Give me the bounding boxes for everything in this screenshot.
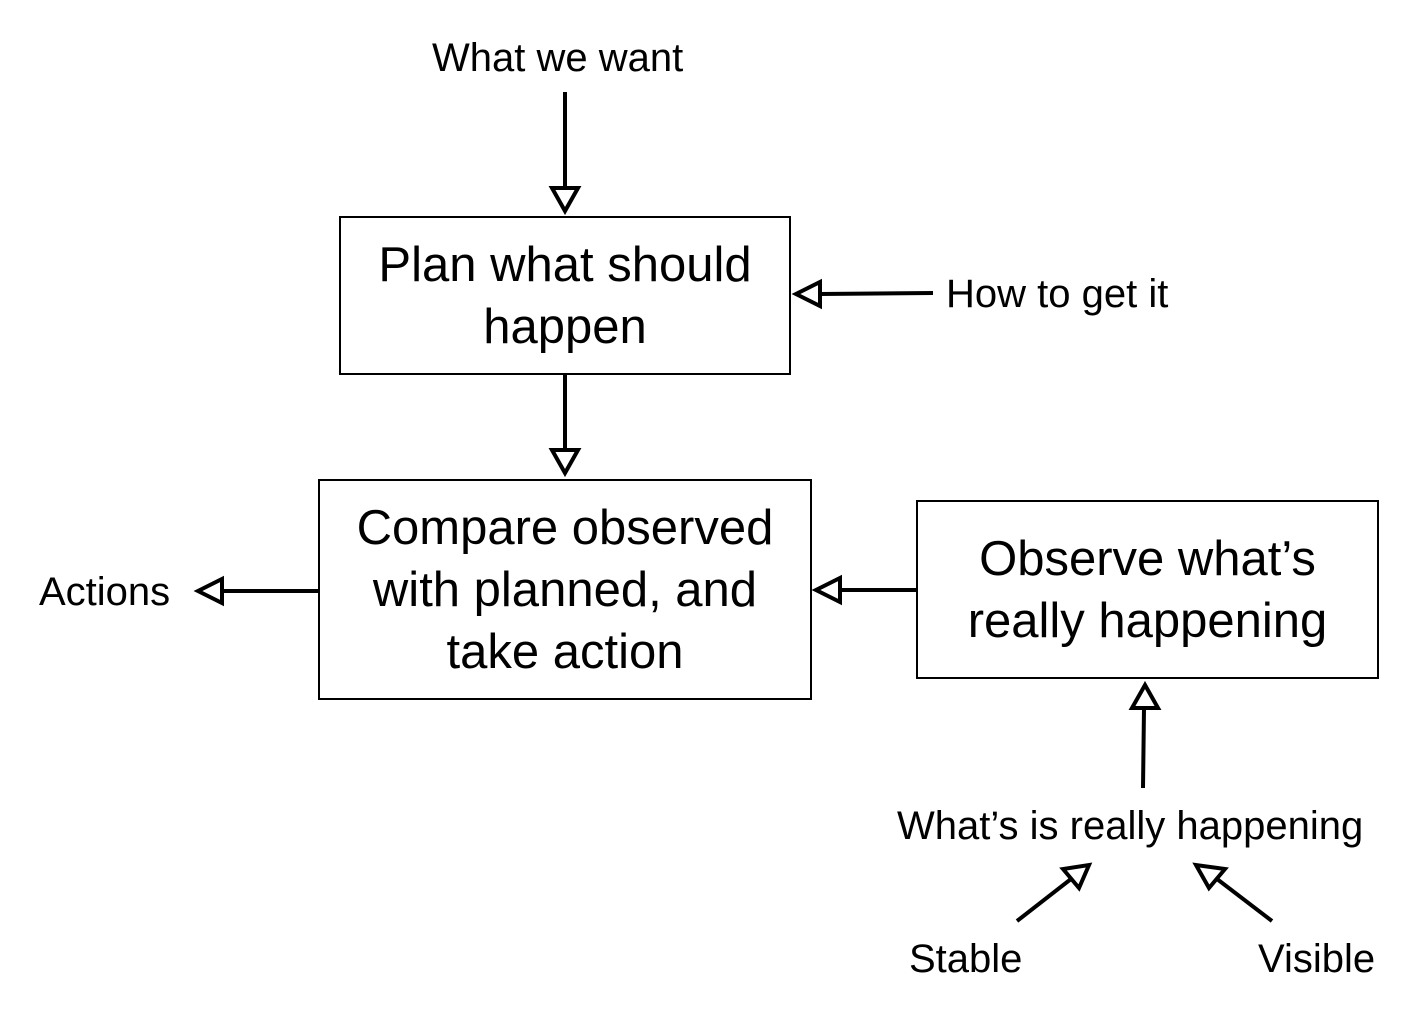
what-we-want-label: What we want [432,36,684,80]
arrow-how-to-plan [791,278,934,310]
arrow-plan-to-compare [548,373,582,478]
actions-label: Actions [39,570,171,614]
plan-box: Plan what should happen [339,216,791,375]
plan-box-text: Plan what should happen [378,237,752,354]
arrow-want-to-plan [548,92,582,216]
visible-label: Visible [1258,937,1376,981]
how-to-get-it-label: How to get it [946,272,1169,316]
arrow-compare-to-actions [193,575,320,607]
stable-label: Stable [909,937,1023,981]
compare-box: Compare observed with planned, and take … [318,479,812,700]
arrow-visible-to-happening [1192,862,1274,923]
compare-box-text: Compare observed with planned, and take … [356,500,774,679]
arrow-happening-to-observe [1128,680,1162,789]
arrow-stable-to-happening [1015,862,1093,923]
observe-box: Observe what’s really happening [916,500,1379,679]
arrow-observe-to-compare [811,574,918,606]
whats-really-happening-label: What’s is really happening [897,804,1364,848]
observe-box-text: Observe what’s really happening [967,531,1328,648]
